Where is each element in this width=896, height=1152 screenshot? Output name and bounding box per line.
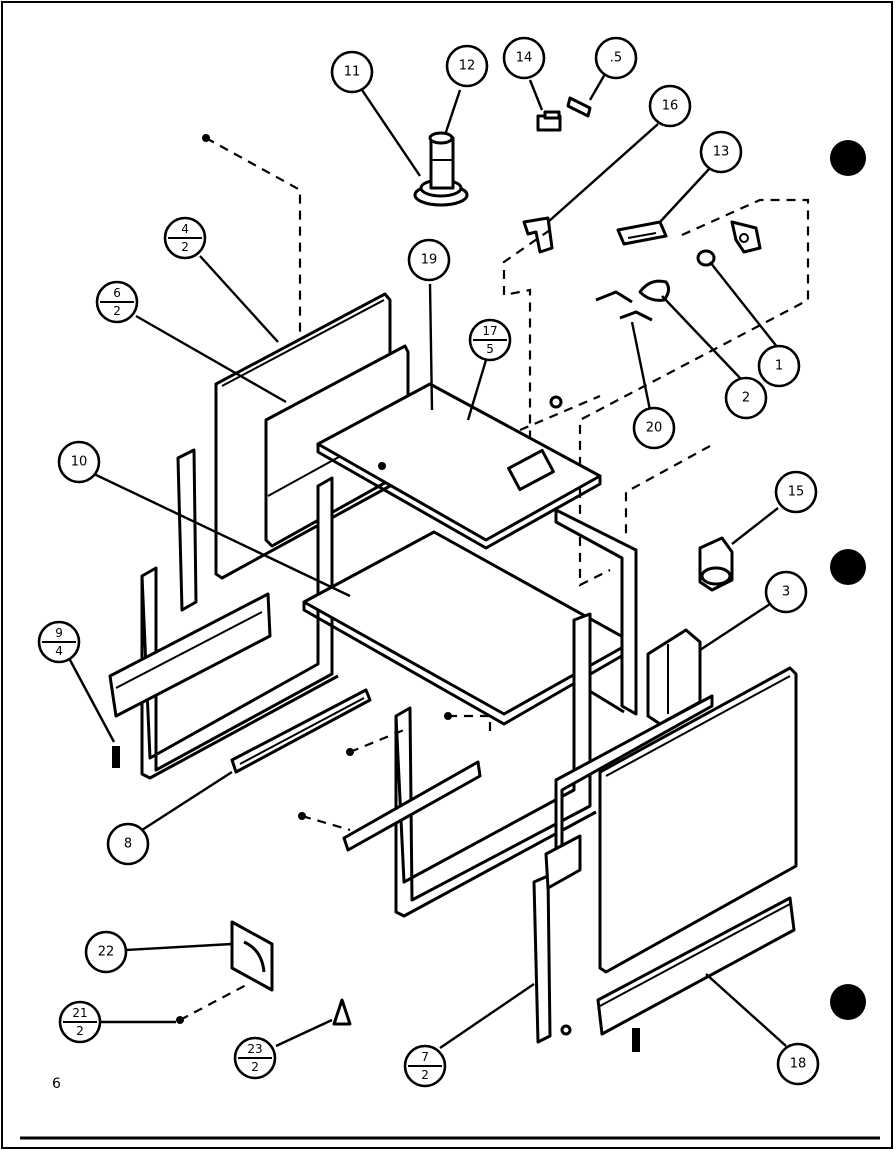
part-lower-left-rail: [108, 592, 272, 718]
svg-text:4: 4: [55, 644, 63, 658]
part-lower-middle-rail: [342, 760, 482, 852]
part-lamp-socket: [696, 220, 762, 267]
svg-text:3: 3: [782, 585, 790, 600]
callout-8: 8: [106, 822, 150, 866]
part-15-component: [698, 536, 734, 592]
leader-lines: [68, 73, 787, 1049]
callout-19: 19: [407, 238, 451, 282]
svg-text:2: 2: [421, 1068, 429, 1082]
part-bulb-clip: [595, 290, 653, 322]
svg-text:14: 14: [516, 51, 533, 66]
callout-7-over-2: 7 2: [403, 1044, 447, 1088]
callout-6-over-2: 6 2: [95, 280, 139, 324]
callout-10: 10: [57, 440, 101, 484]
part-kick-plate: [596, 896, 796, 1036]
svg-text:9: 9: [55, 626, 63, 640]
callout-16: 16: [648, 84, 692, 128]
callout-3: 3: [764, 570, 808, 614]
callout-15: 15: [774, 470, 818, 514]
callout-5: .5: [594, 36, 638, 80]
page-number: 6: [52, 1076, 61, 1092]
svg-text:23: 23: [247, 1042, 262, 1056]
part-22-bracket: [230, 920, 274, 992]
svg-text:1: 1: [775, 359, 783, 374]
svg-text:22: 22: [98, 945, 115, 960]
svg-text:2: 2: [742, 391, 750, 406]
svg-text:16: 16: [662, 99, 679, 114]
svg-text:5: 5: [486, 342, 494, 356]
svg-text:2: 2: [251, 1060, 259, 1074]
svg-text:8: 8: [124, 837, 132, 852]
part-right-rear-frame: [554, 508, 638, 716]
callout-9-over-4: 9 4: [37, 620, 81, 664]
part-small-clip: [566, 96, 592, 118]
callout-21-over-2: 21 2: [58, 1000, 102, 1044]
callout-12: 12: [445, 44, 489, 88]
svg-text:12: 12: [459, 59, 476, 74]
part-small-switch: [536, 110, 562, 132]
svg-text:13: 13: [713, 145, 730, 160]
svg-text:18: 18: [790, 1057, 807, 1072]
svg-text:2: 2: [76, 1024, 84, 1038]
part-right-side-panel: [598, 666, 798, 974]
svg-text:17: 17: [482, 324, 497, 338]
callout-4-over-2: 4 2: [163, 216, 207, 260]
svg-text:15: 15: [788, 485, 805, 500]
binder-hole-middle: [830, 549, 866, 585]
svg-text:11: 11: [344, 65, 361, 80]
part-cone-foot: [332, 998, 352, 1026]
callout-23-over-2: 23 2: [233, 1036, 277, 1080]
callout-2: 2: [724, 376, 768, 420]
svg-text:2: 2: [113, 304, 121, 318]
part-lamp-bulb: [638, 279, 671, 302]
part-left-channel: [176, 448, 198, 612]
callout-17-over-5: 17 5: [468, 318, 512, 362]
callout-20: 20: [632, 406, 676, 450]
svg-text:.5: .5: [610, 51, 622, 66]
callout-13: 13: [699, 130, 743, 174]
binder-hole-top: [830, 140, 866, 176]
svg-text:10: 10: [71, 455, 88, 470]
svg-text:20: 20: [646, 421, 663, 436]
svg-text:7: 7: [421, 1050, 429, 1064]
callout-22: 22: [84, 930, 128, 974]
binder-hole-bottom: [830, 984, 866, 1020]
part-vertical-trim: [532, 834, 582, 1044]
dashed-assembly-lines-lower: [179, 714, 492, 1021]
svg-text:19: 19: [421, 253, 438, 268]
svg-text:2: 2: [181, 240, 189, 254]
callout-1: 1: [757, 344, 801, 388]
part-terminal-block: [616, 220, 668, 246]
part-bracket-16: [522, 216, 554, 254]
svg-text:6: 6: [113, 286, 121, 300]
svg-text:4: 4: [181, 222, 189, 236]
part-knob-assembly: [413, 131, 469, 207]
part-base-rail: [230, 688, 372, 774]
callout-11: 11: [330, 50, 374, 94]
callout-14: 14: [502, 36, 546, 80]
part-top-deck: [316, 382, 602, 550]
svg-text:21: 21: [72, 1006, 87, 1020]
callout-18: 18: [776, 1042, 820, 1086]
